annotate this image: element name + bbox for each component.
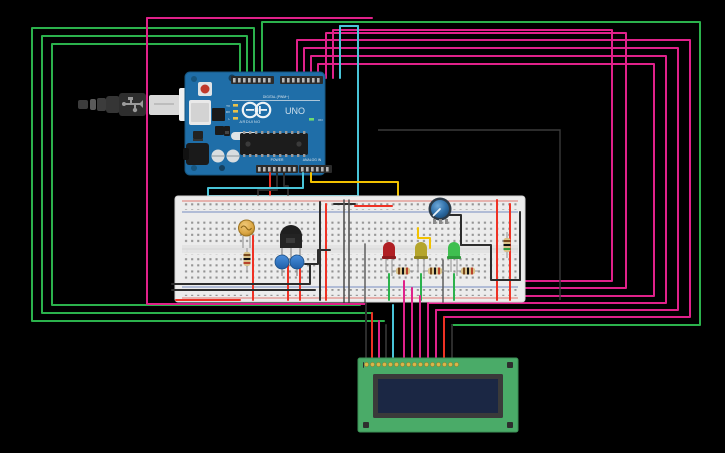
led-rx [233,110,238,113]
capacitor-1[interactable] [274,254,290,276]
resistor-led-1[interactable] [392,267,414,275]
ic-small [212,108,225,121]
lcd-mount-bl [363,422,369,428]
resistor-led-2[interactable] [424,267,447,275]
wire-magenta-6[interactable] [332,29,613,282]
led-yellow[interactable] [414,242,428,276]
usb-icon [122,97,143,113]
breadboard-rows-bottom [182,254,518,280]
breadboard-jumpers [171,199,521,303]
jumper-black-6[interactable] [460,244,521,281]
lcd-mount-tr [507,362,513,368]
led-red[interactable] [382,242,396,276]
jumper-black-5[interactable] [304,249,331,265]
arduino-uno-board[interactable]: DIGITAL (PWM~) TX RX L ON UNO ARDUINO [183,71,332,176]
lcd-display[interactable] [357,357,519,433]
label-power: POWER [271,158,284,162]
label-tx: TX [226,104,230,108]
label-on: ON [318,118,323,122]
led-on [309,118,314,121]
regulator [193,131,203,139]
wire-magenta-4[interactable] [317,63,655,297]
wire-green-2[interactable] [41,35,373,314]
logo-uno: UNO [285,106,305,116]
lcd-pin-header[interactable] [364,360,460,369]
region-outline [378,129,561,300]
digital-header-right[interactable] [280,76,323,84]
jumper-black-4[interactable] [171,263,311,285]
wire-magenta-5[interactable] [325,32,627,289]
wire-green-4[interactable] [261,21,701,326]
photoresistor[interactable] [238,219,255,248]
jumper-yellow-pot[interactable] [417,227,431,249]
wire-bundle-outer [31,17,701,326]
lcd-mount-br [507,422,513,428]
potentiometer[interactable] [428,197,452,225]
power-header[interactable] [256,165,298,173]
resistor-ldr[interactable] [243,248,251,272]
breadboard-rows-top [182,218,518,244]
atmega328p [240,133,308,155]
wire-green-3[interactable] [31,27,385,322]
lcd-screen [378,379,498,413]
resistor-led-3[interactable] [457,267,480,275]
led-tx [233,104,238,107]
wire-magenta-3[interactable] [310,55,667,304]
resistor-right[interactable] [503,232,511,258]
wire-magenta-2[interactable] [303,47,679,311]
power-jack[interactable] [186,143,209,165]
led-green[interactable] [447,242,461,276]
label-digital: DIGITAL (PWM~) [263,95,289,99]
label-l: L [228,117,230,121]
capacitor-2[interactable] [289,254,305,276]
label-analog: ANALOG IN [303,158,322,162]
wire-magenta-usb-bottom[interactable] [146,149,367,305]
temperature-sensor[interactable] [280,225,302,262]
led-l [233,117,238,120]
potentiometer-indicator [432,208,441,217]
logo-arduino: ARDUINO [239,119,260,124]
label-rx: RX [226,110,230,114]
digital-header-left[interactable] [231,76,274,84]
wire-magenta-1[interactable] [296,39,691,318]
wire-bundle-lcd [365,280,453,361]
arduino-logo [241,101,272,119]
ic-tiny [215,126,224,135]
breadboard[interactable] [174,195,526,303]
jumper-black-pot[interactable] [446,214,462,246]
